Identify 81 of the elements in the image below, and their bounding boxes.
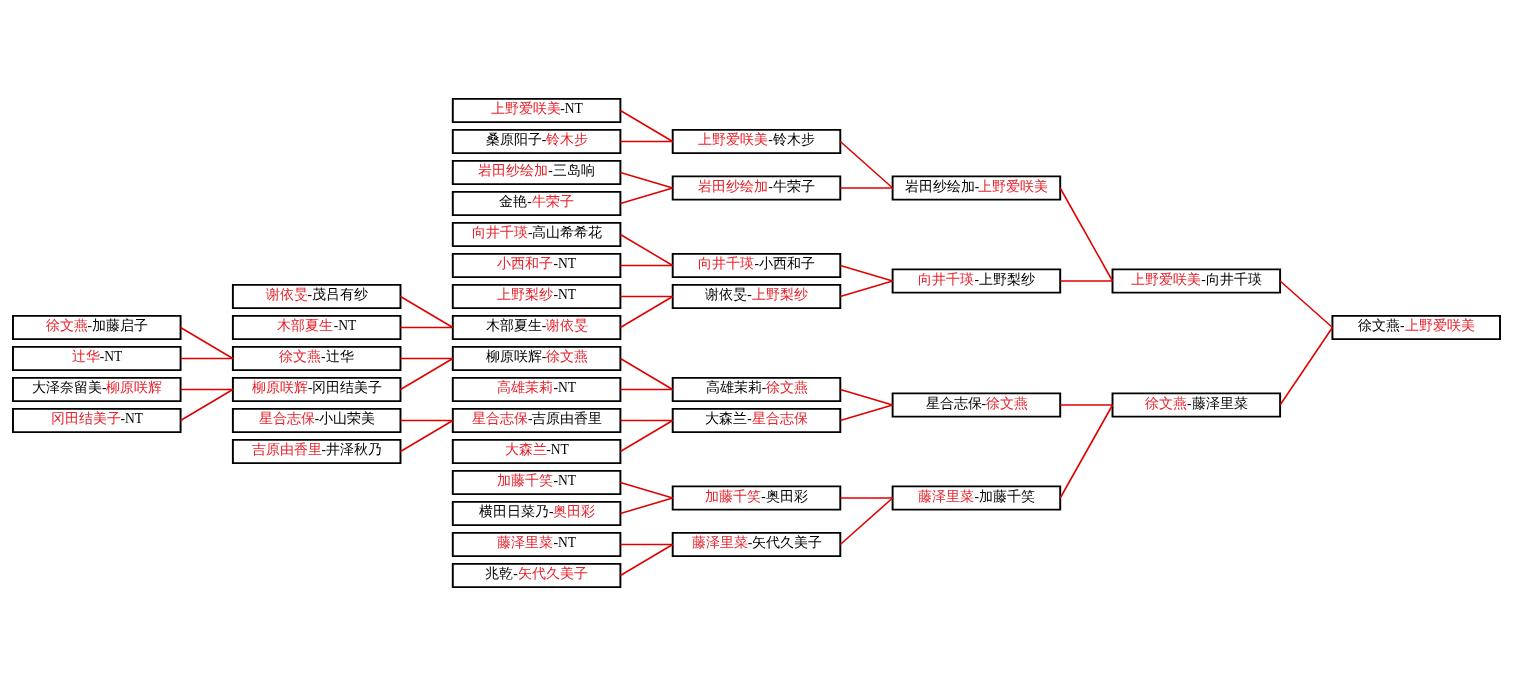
connector <box>839 496 894 499</box>
connector <box>619 140 674 142</box>
node-box: 加藤千笑-奥田彩 <box>671 484 842 511</box>
connector <box>619 186 674 204</box>
connector <box>619 233 674 266</box>
node-box: 小西和子-NT <box>451 252 622 278</box>
node-box: 谢依旻-上野梨纱 <box>671 283 842 309</box>
connector <box>399 419 454 452</box>
node-box: 木部夏生-谢依旻 <box>451 314 622 340</box>
connector <box>619 295 674 328</box>
connector <box>619 543 674 545</box>
node-box: 徐文燕-上野爱咲美 <box>1331 314 1501 340</box>
connector <box>619 481 674 499</box>
connector <box>839 388 894 406</box>
node-box: 辻华-NT <box>12 345 182 371</box>
connector <box>179 326 234 359</box>
connector <box>399 326 454 328</box>
node-box: 吉原由香里-井泽秋乃 <box>231 438 402 464</box>
node-box: 上野爱咲美-铃木步 <box>671 128 842 154</box>
connector <box>619 496 674 514</box>
node-box: 横田日菜乃-奥田彩 <box>451 500 622 526</box>
connector <box>619 109 674 142</box>
connector <box>399 357 454 390</box>
node-box: 兆乾-矢代久美子 <box>451 562 622 588</box>
connector <box>619 357 674 390</box>
node-box: 星合志保-吉原由香里 <box>451 407 622 433</box>
node-box: 谢依旻-茂吕有纱 <box>231 283 402 309</box>
node-box: 柳原咲辉-徐文燕 <box>451 345 622 371</box>
node-box: 星合志保-小山荣美 <box>231 407 402 433</box>
connector <box>839 496 894 545</box>
connector <box>179 388 234 421</box>
connector <box>619 419 674 452</box>
connector <box>839 403 894 421</box>
node-box: 藤泽里菜-NT <box>451 531 622 557</box>
node-box: 冈田结美子-NT <box>12 407 182 433</box>
connector <box>399 295 454 328</box>
node-box: 徐文燕-藤泽里菜 <box>1111 391 1282 418</box>
connector <box>839 279 894 297</box>
node-box: 向井千瑛-小西和子 <box>671 252 842 278</box>
connector <box>179 357 234 359</box>
node-box: 藤泽里菜-加藤千笑 <box>891 484 1062 511</box>
connector <box>839 186 894 189</box>
node-box: 星合志保-徐文燕 <box>891 391 1062 418</box>
connector <box>619 388 674 390</box>
node-box: 岩田纱绘加-三岛响 <box>451 159 622 185</box>
connector <box>619 171 674 189</box>
connector <box>619 295 674 297</box>
node-box: 徐文燕-加藤启子 <box>12 314 182 340</box>
node-box: 木部夏生-NT <box>231 314 402 340</box>
connector <box>619 419 674 421</box>
node-box: 加藤千笑-NT <box>451 469 622 495</box>
node-box: 大森兰-NT <box>451 438 622 464</box>
connector <box>1279 326 1334 406</box>
node-box: 桑原阳子-铃木步 <box>451 128 622 154</box>
connector <box>399 357 454 359</box>
node-box: 向井千瑛-上野梨纱 <box>891 267 1062 294</box>
node-box: 岩田纱绘加-牛荣子 <box>671 174 842 201</box>
connector <box>619 543 674 576</box>
node-box: 向井千瑛-高山希希花 <box>451 221 622 247</box>
node-box: 藤泽里菜-矢代久美子 <box>671 531 842 557</box>
connector <box>839 140 894 189</box>
node-box: 上野爱咲美-NT <box>451 97 622 123</box>
connector <box>1059 403 1114 406</box>
node-box: 大森兰-星合志保 <box>671 407 842 433</box>
node-box: 高雄茉莉-徐文燕 <box>671 376 842 402</box>
node-box: 上野梨纱-NT <box>451 283 622 309</box>
node-box: 金艳-牛荣子 <box>451 190 622 216</box>
node-box: 徐文燕-辻华 <box>231 345 402 371</box>
node-box: 高雄茉莉-NT <box>451 376 622 402</box>
connector <box>399 419 454 421</box>
connector <box>1059 279 1114 282</box>
node-box: 上野爱咲美-向井千瑛 <box>1111 267 1282 294</box>
node-box: 柳原咲辉-冈田结美子 <box>231 376 402 402</box>
connector <box>619 264 674 266</box>
node-box: 岩田纱绘加-上野爱咲美 <box>891 174 1062 201</box>
connector <box>1059 186 1114 282</box>
connector <box>1059 403 1114 499</box>
connector <box>839 264 894 282</box>
connector <box>179 388 234 390</box>
node-box: 大泽奈留美-柳原咲辉 <box>12 376 182 402</box>
connector <box>1279 279 1334 328</box>
